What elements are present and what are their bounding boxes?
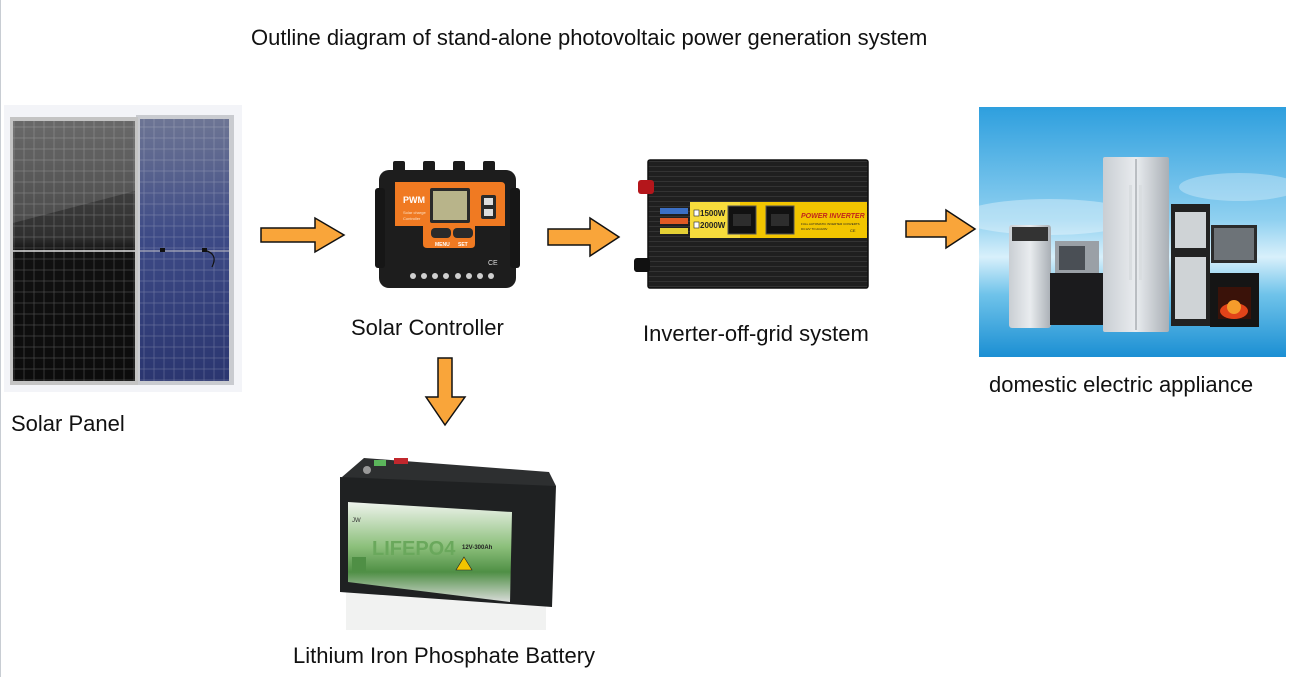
svg-text:MENU: MENU bbox=[435, 242, 450, 248]
svg-text:CE: CE bbox=[850, 228, 856, 233]
svg-text:Controller: Controller bbox=[403, 216, 421, 221]
svg-text:DC12V TO AC220V: DC12V TO AC220V bbox=[801, 227, 827, 231]
solar-controller-image: PWM Solar charge Controller MENU SET CE bbox=[375, 158, 520, 293]
svg-text:SET: SET bbox=[458, 242, 468, 248]
solar-panel-label: Solar Panel bbox=[11, 411, 125, 436]
solar-controller-label: Solar Controller bbox=[351, 315, 504, 340]
svg-text:12V-300Ah: 12V-300Ah bbox=[462, 545, 493, 551]
flow-arrow-controller-to-inverter bbox=[547, 216, 621, 258]
svg-text:Solar charge: Solar charge bbox=[403, 210, 426, 215]
svg-text:2000W: 2000W bbox=[700, 221, 726, 230]
battery-label: Lithium Iron Phosphate Battery bbox=[293, 643, 596, 668]
svg-text:FULL AUTOMATIC INVERTER CONVER: FULL AUTOMATIC INVERTER CONVERTS bbox=[801, 222, 860, 226]
svg-text:1500W: 1500W bbox=[700, 209, 726, 218]
page-left-border bbox=[0, 0, 1, 677]
svg-text:LIFEPO4: LIFEPO4 bbox=[372, 538, 456, 560]
appliances-label: domestic electric appliance bbox=[989, 372, 1254, 397]
svg-text:CE: CE bbox=[488, 260, 498, 267]
solar-panel-image bbox=[4, 105, 242, 392]
flow-arrow-panel-to-controller bbox=[260, 216, 346, 254]
controller-pwm-text: PWM bbox=[403, 195, 425, 205]
lifepo4-battery-image: JW LIFEPO4 12V-300Ah bbox=[334, 452, 562, 630]
domestic-appliances-image bbox=[979, 107, 1286, 357]
inverter-label: Inverter-off-grid system bbox=[643, 321, 869, 346]
inverter-image: 1500W 2000W POWER INVERTER FULL AUTOMATI… bbox=[632, 158, 872, 290]
flow-arrow-inverter-to-appliances bbox=[905, 208, 977, 250]
svg-text:JW: JW bbox=[352, 518, 361, 524]
diagram-title: Outline diagram of stand-alone photovolt… bbox=[251, 25, 928, 50]
svg-text:POWER INVERTER: POWER INVERTER bbox=[801, 213, 865, 220]
flow-arrow-controller-to-battery bbox=[424, 357, 467, 427]
